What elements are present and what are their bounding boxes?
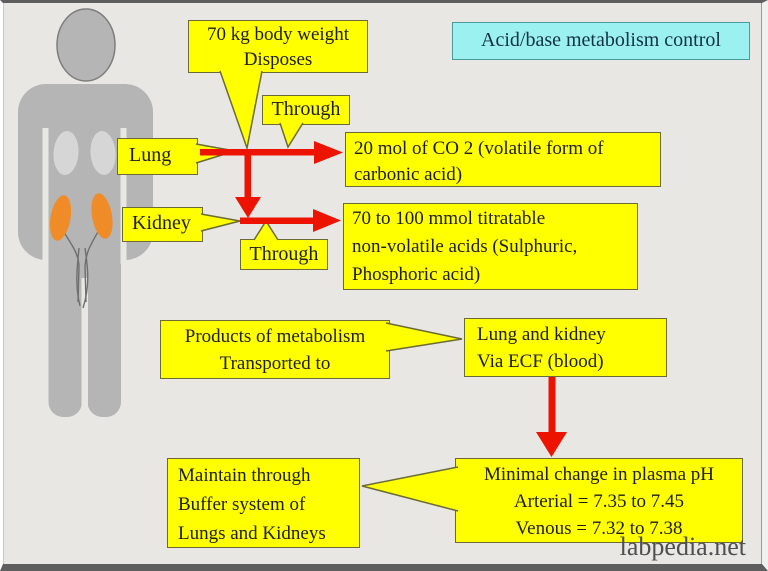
callout-body-weight: 70 kg body weight Disposes: [188, 20, 368, 73]
pointer-kidney: [200, 213, 241, 232]
callout-maintain-line2: Buffer system of: [178, 494, 306, 515]
head-shape: [56, 8, 116, 82]
lungs-icon: [53, 131, 116, 175]
pointer-body-weight: [219, 70, 263, 151]
callout-acids-line2: non-volatile acids (Sulphuric,: [352, 236, 578, 257]
label-kidney: Kidney: [122, 207, 203, 242]
callout-through-top: Through: [262, 95, 350, 125]
callout-products: Products of metabolism Transported to: [160, 320, 390, 379]
callout-co2-line1: 20 mol of CO 2 (volatile form of: [354, 138, 604, 159]
callout-products-line2: Transported to: [219, 353, 331, 374]
left-arm-gap: [42, 128, 49, 264]
torso-shape: [48, 180, 121, 298]
callout-ph: Minimal change in plasma pH Arterial = 7…: [455, 458, 743, 543]
pointer-products: [385, 322, 463, 352]
callout-ph-line3: Venous = 7.32 to 7.38: [515, 518, 683, 539]
watermark: labpedia.net: [619, 532, 746, 561]
callout-through-bottom: Through: [240, 239, 328, 270]
arrow-kidney-to-acids: [240, 209, 341, 232]
label-lung: Lung: [117, 138, 198, 175]
callout-body-weight-line1: 70 kg body weight: [207, 24, 349, 45]
arrow-lung-to-co2: [200, 141, 343, 164]
callout-products-line1: Products of metabolism: [184, 326, 366, 347]
callout-ecf-line2: Via ECF (blood): [477, 351, 604, 372]
callout-ecf: Lung and kidney Via ECF (blood): [464, 318, 667, 377]
callout-co2-line2: carbonic acid): [354, 164, 463, 185]
callout-co2: 20 mol of CO 2 (volatile form of carboni…: [345, 132, 661, 187]
title-box: Acid/base metabolism control: [452, 22, 750, 60]
callout-ecf-line1: Lung and kidney: [477, 324, 606, 345]
pointer-through-bottom: [253, 219, 279, 241]
right-leg-shape: [87, 240, 121, 417]
callout-acids-line3: Phosphoric acid): [352, 264, 481, 285]
arrow-ecf-to-ph: [536, 377, 567, 457]
legs-gap: [81, 278, 88, 420]
pointer-lung: [195, 143, 236, 164]
callout-maintain-line1: Maintain through: [178, 465, 311, 486]
left-leg-shape: [48, 240, 82, 417]
callout-maintain: Maintain through Buffer system of Lungs …: [167, 458, 360, 548]
kidneys-icon: [49, 193, 113, 241]
callout-maintain-line3: Lungs and Kidneys: [178, 523, 326, 544]
callout-body-weight-line2: Disposes: [243, 49, 313, 70]
callout-acids-line1: 70 to 100 mmol titratable: [352, 208, 546, 229]
arrow-down-to-kidney-line: [235, 151, 261, 218]
pointer-through-top: [279, 122, 304, 149]
pointer-ph: [361, 466, 459, 512]
callout-ph-line2: Arterial = 7.35 to 7.45: [513, 491, 685, 512]
ureter-lines: [63, 229, 100, 309]
callout-ph-line1: Minimal change in plasma pH: [483, 464, 715, 485]
callout-acids: 70 to 100 mmol titratable non-volatile a…: [343, 203, 638, 290]
